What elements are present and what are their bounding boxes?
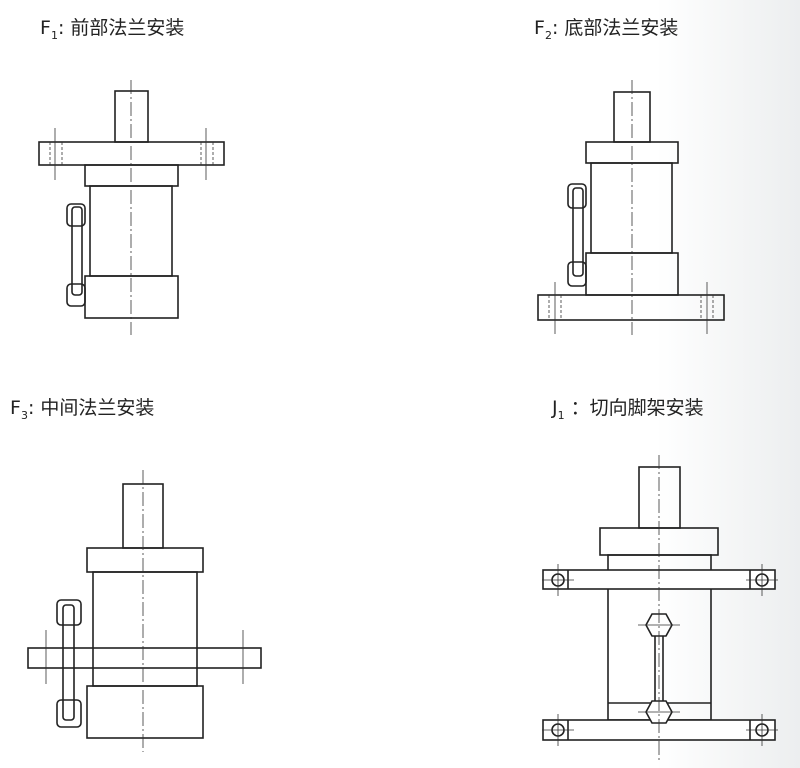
drawing-f2-bottom-flange: [537, 80, 725, 335]
rear-cap: [86, 685, 204, 739]
tie-rod: [62, 604, 75, 721]
nut: [56, 699, 82, 728]
tie-rod: [71, 206, 83, 296]
nut: [567, 183, 587, 209]
drawing-j1-tangential-foot: [542, 455, 778, 760]
label-f3-middle-flange: F3: 中间法兰安装: [10, 397, 155, 422]
piston-rod: [114, 90, 149, 143]
bottom-flange: [537, 294, 725, 321]
drawing-f3-middle-flange: [27, 470, 262, 752]
nut: [66, 283, 86, 307]
front-cap: [86, 547, 204, 573]
front-flange: [38, 141, 225, 166]
label-j1-tangential-foot: J1 ：切向脚架安装: [552, 397, 704, 422]
cylinder-barrel: [92, 571, 198, 687]
rear-cap: [84, 275, 179, 319]
cylinder-barrel: [590, 162, 673, 254]
piston-rod: [638, 466, 681, 529]
drawing-f1-front-flange: [38, 80, 225, 335]
tie-rod: [572, 187, 584, 277]
label-f2-bottom-flange: F2: 底部法兰安装: [534, 17, 679, 42]
front-cap: [84, 164, 179, 187]
nut: [66, 203, 86, 227]
middle-flange: [27, 647, 262, 669]
nut: [567, 261, 587, 287]
label-f1-front-flange: F1: 前部法兰安装: [40, 17, 185, 42]
nut: [56, 599, 82, 626]
